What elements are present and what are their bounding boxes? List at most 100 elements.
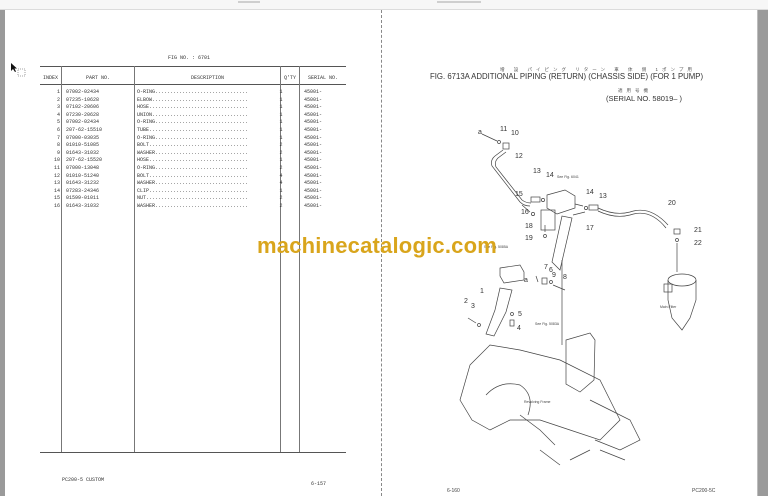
row-index: 2 xyxy=(56,96,60,103)
svg-text:See Fig. 5085A: See Fig. 5085A xyxy=(484,245,509,249)
toolbar-control[interactable] xyxy=(437,1,481,3)
row-serial: 45001- xyxy=(304,134,323,141)
row-part-no: 07230-20628 xyxy=(66,111,100,118)
toolbar-control[interactable] xyxy=(238,1,260,3)
svg-text:15: 15 xyxy=(515,191,523,198)
row-part-no: 01643-31032 xyxy=(66,149,100,156)
svg-text:16: 16 xyxy=(521,209,529,216)
row-part-no: 01010-51240 xyxy=(66,172,100,179)
row-qty: 2 xyxy=(279,203,283,209)
header-index: INDEX xyxy=(42,75,58,81)
row-serial: 45001- xyxy=(304,180,323,187)
row-serial: 45001- xyxy=(304,149,323,156)
row-qty: 1 xyxy=(279,134,283,141)
row-qty: 1 xyxy=(279,96,283,103)
svg-text:8: 8 xyxy=(563,274,567,281)
row-serial: 45001- xyxy=(304,203,323,209)
row-index: 15 xyxy=(53,195,60,202)
row-serial: 45001- xyxy=(304,187,323,194)
svg-text:11: 11 xyxy=(500,126,507,133)
row-part-no: 01599-01011 xyxy=(66,195,100,202)
row-qty: 1 xyxy=(279,89,283,95)
fig-number-label: FIG NO. : 6701 xyxy=(168,55,211,61)
svg-text:12: 12 xyxy=(515,153,523,160)
row-serial: 45001- xyxy=(304,195,323,202)
row-index: 16 xyxy=(53,203,60,209)
row-description: BOLT................................. xyxy=(137,172,249,179)
page-6-157: FIG NO. : 6701 INDEX PART NO. DESCRIPTIO… xyxy=(5,10,382,496)
svg-text:10: 10 xyxy=(511,130,519,137)
table-row: 9 01643-31032 WASHER......................… xyxy=(40,150,346,158)
row-serial: 45001- xyxy=(304,172,323,179)
svg-text:1: 1 xyxy=(480,288,484,295)
row-serial: 45001- xyxy=(304,165,323,171)
row-description: BOLT................................. xyxy=(137,142,249,149)
column-divider xyxy=(61,66,62,452)
table-top-rule xyxy=(40,66,346,67)
svg-text:Revolving Frame: Revolving Frame xyxy=(524,400,551,404)
row-serial: 45001- xyxy=(304,127,323,133)
header-serial: SERIAL NO. xyxy=(307,75,338,81)
svg-text:14: 14 xyxy=(546,172,554,179)
mouse-cursor-icon xyxy=(11,63,27,82)
row-serial: 45001- xyxy=(304,157,323,164)
row-serial: 45001- xyxy=(304,119,323,126)
svg-text:9: 9 xyxy=(552,272,556,279)
header-part-no: PART NO. xyxy=(85,75,110,81)
svg-text:3: 3 xyxy=(471,303,475,310)
table-bottom-rule xyxy=(40,452,346,453)
row-part-no: 07000-13048 xyxy=(66,165,100,171)
row-description: O-RING............................... xyxy=(137,89,249,95)
row-index: 8 xyxy=(56,142,60,149)
table-row: 4 07230-20628 UNION.......................… xyxy=(40,112,346,120)
watermark-text: machinecatalogic.com xyxy=(257,233,497,258)
row-qty: 2 xyxy=(279,142,283,149)
row-index: 14 xyxy=(53,187,60,194)
row-serial: 45001- xyxy=(304,104,323,111)
left-panel-edge xyxy=(0,10,5,496)
row-qty: 1 xyxy=(279,187,283,194)
row-index: 4 xyxy=(56,111,60,118)
row-qty: 1 xyxy=(279,111,283,118)
row-part-no: 07002-02434 xyxy=(66,89,100,95)
row-description: WASHER............................... xyxy=(137,149,249,156)
table-row: 1 07002-02434 O-RING......................… xyxy=(40,89,346,97)
jp-serial-label: 適用号機 xyxy=(618,88,652,93)
row-description: NUT.................................. xyxy=(137,195,249,202)
serial-range: (SERIAL NO. 58019– ) xyxy=(606,94,683,103)
header-description: DESCRIPTION xyxy=(190,75,224,81)
row-part-no: 207-62-15520 xyxy=(66,157,103,164)
row-serial: 45001- xyxy=(304,142,323,149)
footer-model: PC200-5 CUSTOM xyxy=(62,477,105,483)
row-index: 10 xyxy=(53,157,60,164)
row-qty: 1 xyxy=(279,127,283,133)
jp-title: 増 設 パイピング リターン 車 体 側 1ポンプ用 xyxy=(500,67,696,72)
viewer-toolbar xyxy=(0,0,768,10)
row-qty: 1 xyxy=(279,119,283,126)
table-row: 15 01599-01011 NUT........................… xyxy=(40,195,346,203)
vertical-scrollbar[interactable] xyxy=(757,10,768,496)
row-index: 1 xyxy=(56,89,60,95)
svg-text:20: 20 xyxy=(668,200,676,207)
svg-text:21: 21 xyxy=(694,227,702,234)
row-part-no: 07002-02434 xyxy=(66,119,100,126)
row-description: ELBOW................................ xyxy=(137,96,249,103)
piping-exploded-diagram: a 11 10 12 13 14 15 16 17 18 19 14 13 20… xyxy=(459,126,702,466)
row-description: UNION................................ xyxy=(137,111,249,118)
svg-text:18: 18 xyxy=(525,223,533,230)
svg-text:a: a xyxy=(524,277,528,284)
row-qty: 1 xyxy=(279,157,283,164)
footer-page-number: 6-160 xyxy=(447,488,460,494)
row-description: HOSE................................. xyxy=(137,157,249,164)
parts-table: INDEX PART NO. DESCRIPTION Q'TY SERIAL N… xyxy=(40,66,346,453)
row-part-no: 07283-24346 xyxy=(66,187,100,194)
row-description: HOSE................................. xyxy=(137,104,249,111)
row-description: O-RING............................... xyxy=(137,165,249,171)
row-index: 9 xyxy=(56,149,60,156)
